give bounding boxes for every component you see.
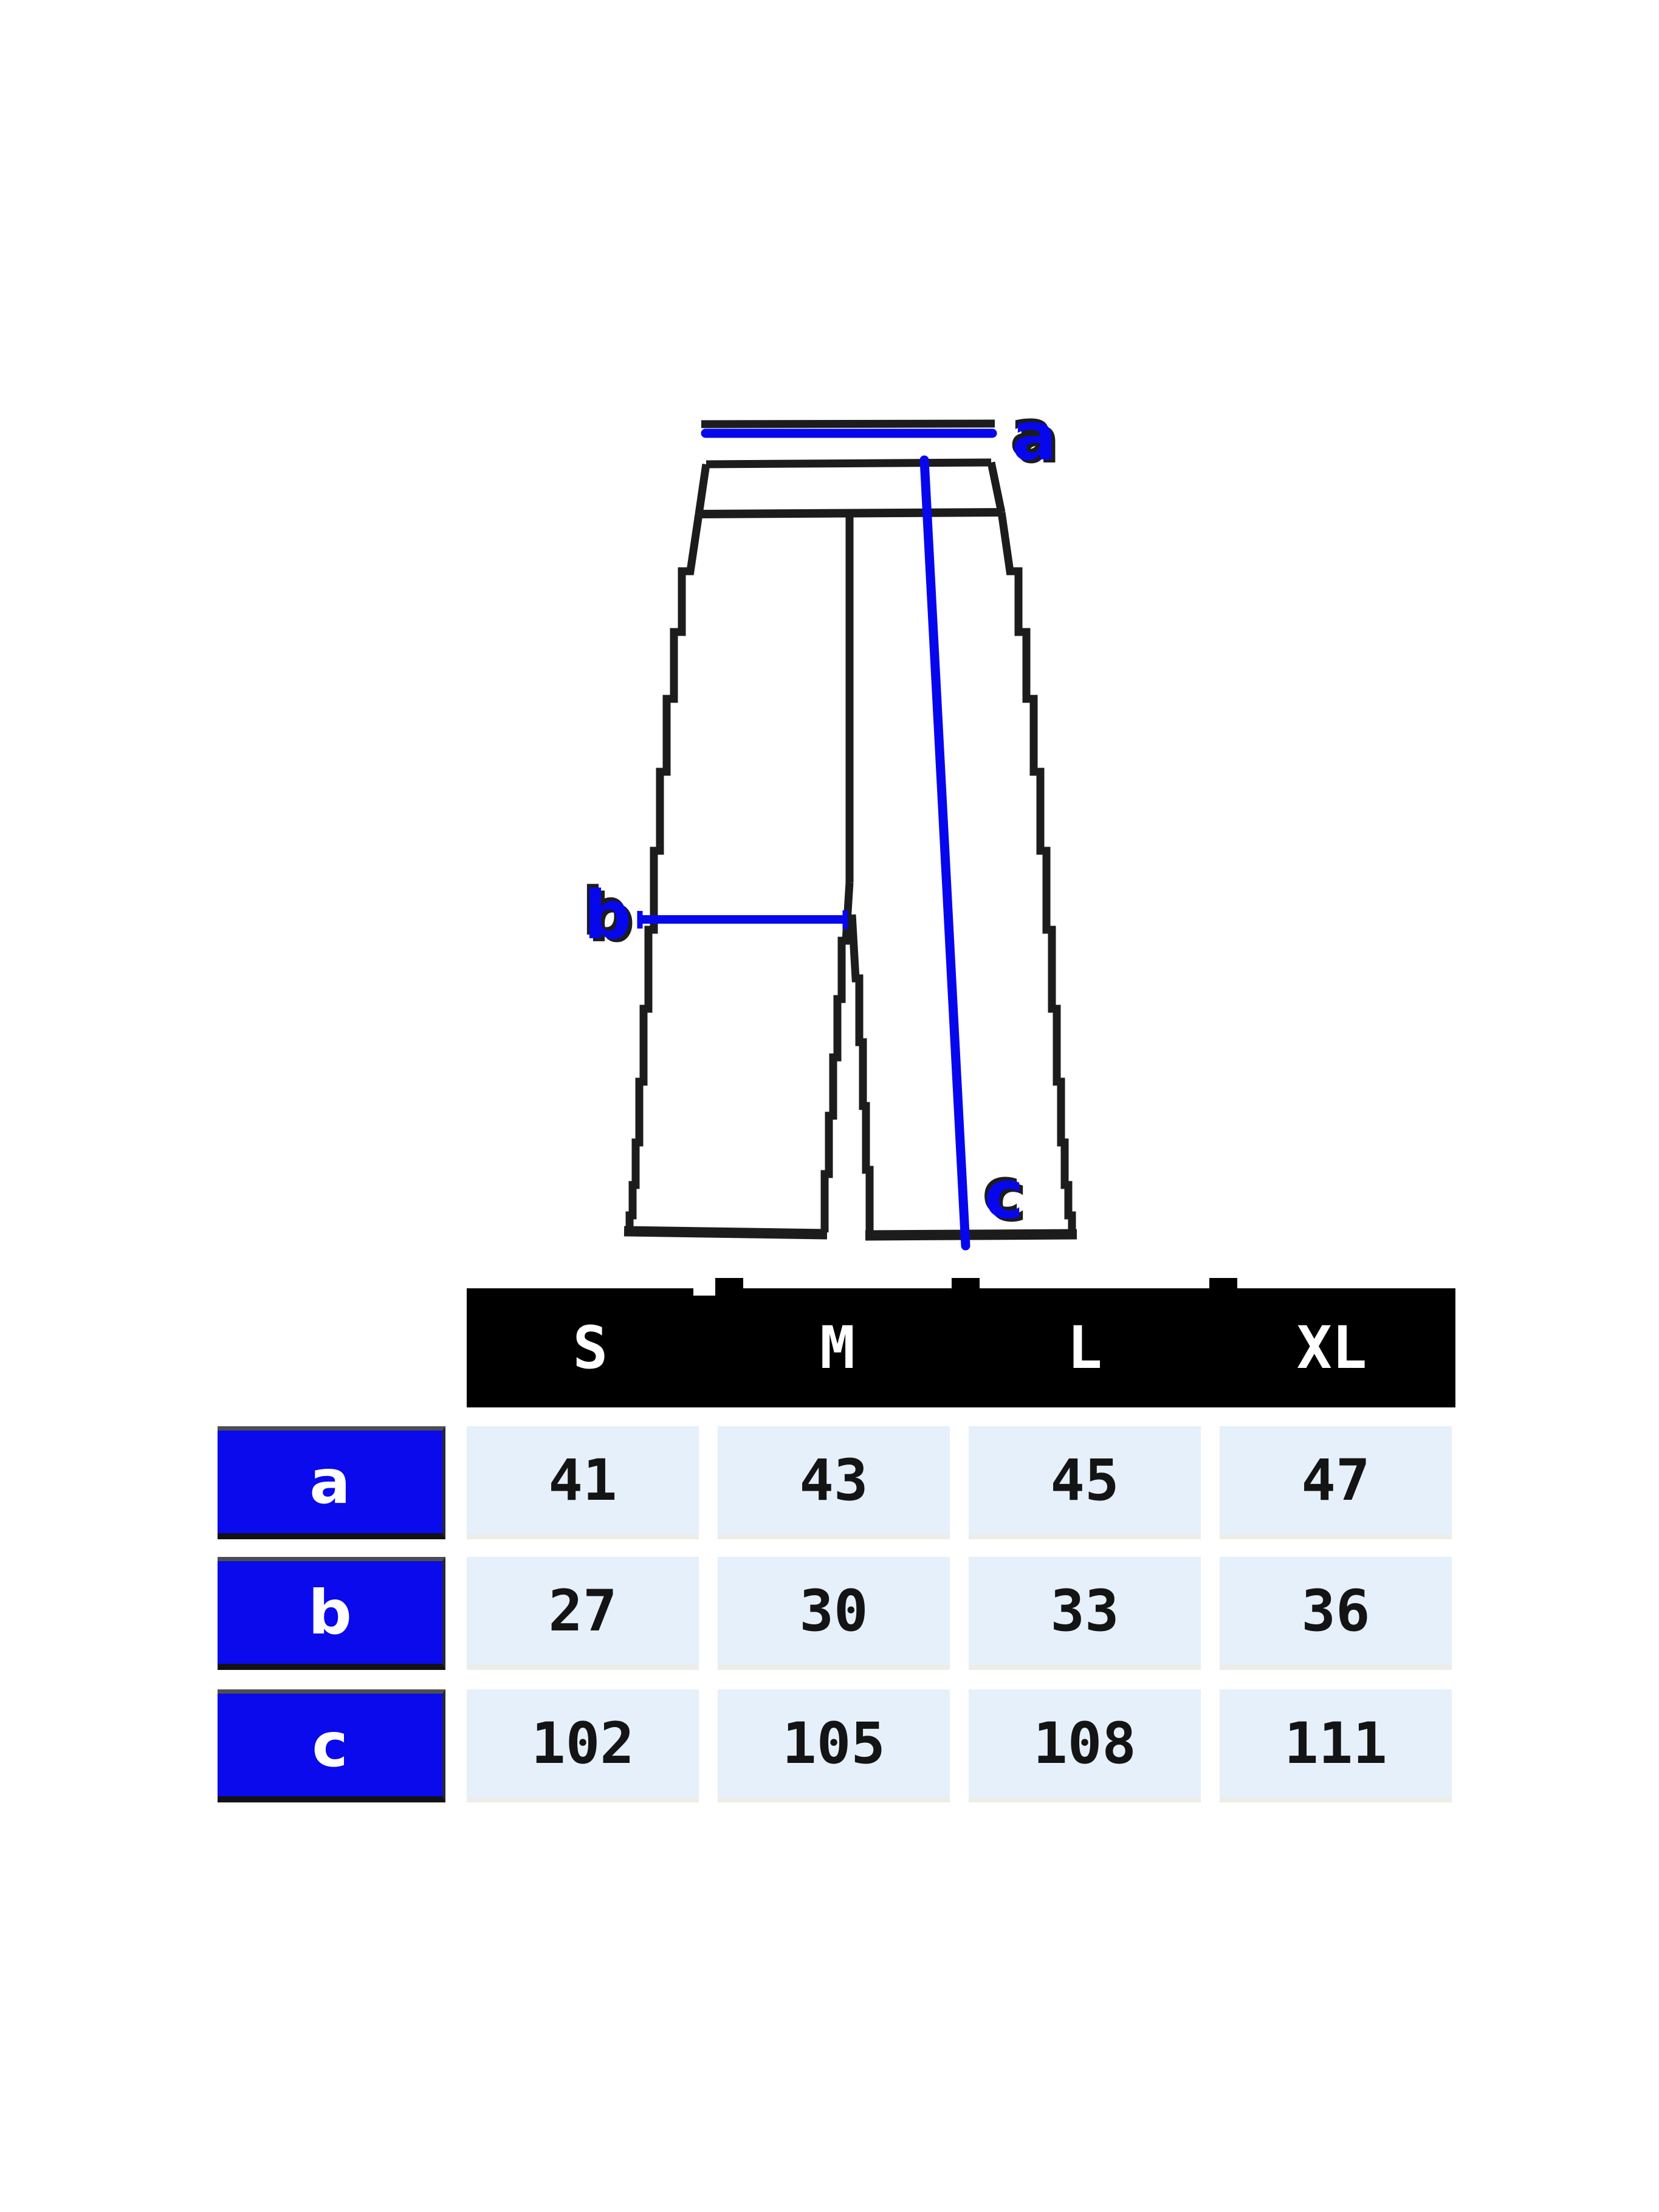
right-outer-seam xyxy=(997,512,1076,1238)
cell-a-l: 45 xyxy=(969,1426,1201,1539)
left-outer-seam xyxy=(625,514,703,1235)
cell-c-s: 102 xyxy=(467,1689,699,1802)
measure-line-c xyxy=(919,455,970,1251)
cell-a-m: 43 xyxy=(718,1426,950,1539)
cell-c-l: 108 xyxy=(969,1689,1201,1802)
cell-c-xl: 111 xyxy=(1220,1689,1452,1802)
waistband-right-edge xyxy=(987,461,1006,514)
waistband-left-edge xyxy=(695,464,710,515)
column-header-m: M xyxy=(820,1314,856,1382)
cell-b-xl: 36 xyxy=(1220,1557,1452,1670)
header-edge-tab xyxy=(952,1278,980,1289)
pants-outline xyxy=(623,419,1077,1241)
waistband-bottom xyxy=(698,508,1002,518)
header-edge-tab xyxy=(715,1278,743,1289)
left-hem xyxy=(623,1226,828,1240)
column-header-s: S xyxy=(572,1314,608,1382)
measurement-lines xyxy=(637,428,997,1251)
column-header-l: L xyxy=(1066,1314,1102,1382)
row-label-c: c xyxy=(218,1689,445,1802)
measure-label-b: b xyxy=(583,876,632,954)
waistband-top xyxy=(706,458,992,469)
measure-label-c: c xyxy=(984,1156,1024,1234)
column-header-xl: XL xyxy=(1296,1314,1367,1382)
size-table-header: S M L XL xyxy=(467,1288,1455,1407)
right-inner-seam xyxy=(848,914,874,1235)
cell-a-s: 41 xyxy=(467,1426,699,1539)
cell-b-l: 33 xyxy=(969,1557,1201,1670)
right-hem xyxy=(865,1229,1077,1241)
cell-b-s: 27 xyxy=(467,1557,699,1670)
cell-a-xl: 47 xyxy=(1220,1426,1452,1539)
left-inner-seam xyxy=(820,882,854,1232)
cell-c-m: 105 xyxy=(718,1689,950,1802)
measure-label-a: a xyxy=(1011,397,1057,475)
row-label-a: a xyxy=(218,1426,445,1539)
header-edge-tab xyxy=(1209,1278,1237,1289)
cell-b-m: 30 xyxy=(718,1557,950,1670)
header-edge-notch xyxy=(693,1288,715,1296)
row-label-b: b xyxy=(218,1557,445,1670)
